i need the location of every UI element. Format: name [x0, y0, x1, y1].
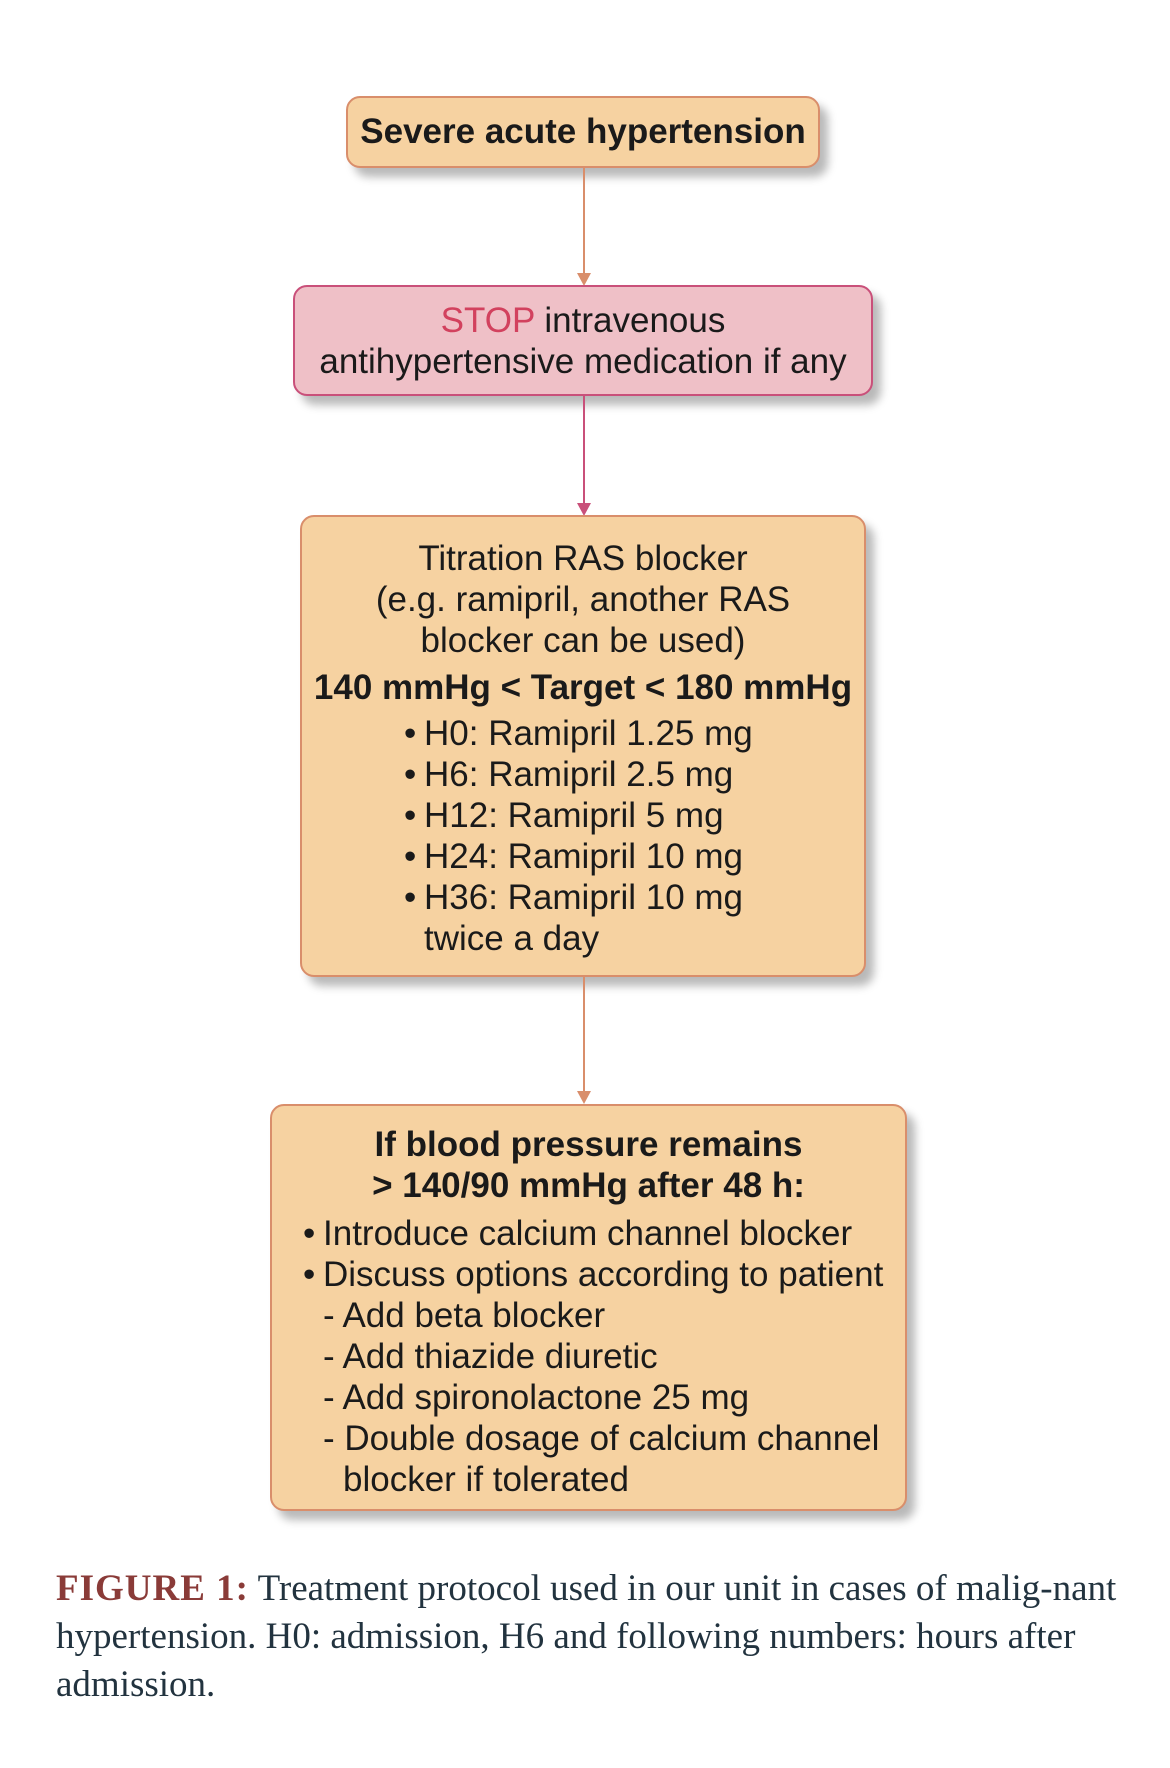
titration-target: 140 mmHg < Target < 180 mmHg: [313, 668, 853, 707]
arrow-titration-to-escalation: [583, 977, 585, 1094]
titration-line-2: (e.g. ramipril, another RAS: [375, 580, 791, 619]
titration-step: H0: Ramipril 1.25 mg: [404, 713, 864, 754]
escalation-bullet: Discuss options according to patient: [303, 1254, 905, 1295]
escalation-node: If blood pressure remains > 140/90 mmHg …: [270, 1104, 907, 1511]
stop-line1-rest: intravenous: [534, 301, 726, 340]
titration-step: H6: Ramipril 2.5 mg: [404, 754, 864, 795]
escalation-option-tail: blocker if tolerated: [343, 1460, 629, 1499]
escalation-options: Introduce calcium channel blocker Discus…: [303, 1213, 905, 1500]
escalation-option: - Add thiazide diuretic: [323, 1337, 658, 1376]
titration-step: H36: Ramipril 10 mg: [404, 877, 864, 918]
titration-steps: H0: Ramipril 1.25 mg H6: Ramipril 2.5 mg…: [404, 713, 864, 918]
stop-node-line2: antihypertensive medication if any: [319, 342, 847, 381]
start-node: Severe acute hypertension: [346, 96, 820, 168]
stop-node-line1: STOP intravenous: [295, 300, 871, 341]
figure-caption: FIGURE 1: Treatment protocol used in our…: [56, 1565, 1136, 1709]
escalation-bullet: Introduce calcium channel blocker: [303, 1213, 905, 1254]
figure-caption-text: Treatment protocol used in our unit in c…: [56, 1568, 1117, 1705]
stop-node: STOP intravenous antihypertensive medica…: [293, 285, 873, 396]
arrow-titration-to-escalation-head: [577, 1091, 591, 1104]
titration-line-3: blocker can be used): [420, 621, 746, 660]
arrow-start-to-stop-head: [577, 273, 591, 286]
arrow-stop-to-titration-head: [577, 503, 591, 516]
escalation-option: - Add spironolactone 25 mg: [323, 1378, 750, 1417]
titration-step: H12: Ramipril 5 mg: [404, 795, 864, 836]
escalation-condition-line1: If blood pressure remains: [374, 1125, 803, 1164]
titration-node: Titration RAS blocker (e.g. ramipril, an…: [300, 515, 866, 977]
figure-caption-label: FIGURE 1:: [56, 1568, 249, 1609]
arrow-start-to-stop: [583, 168, 585, 275]
escalation-condition-line2: > 140/90 mmHg after 48 h:: [372, 1166, 805, 1205]
titration-step: H24: Ramipril 10 mg: [404, 836, 864, 877]
arrow-stop-to-titration: [583, 396, 585, 505]
escalation-option: - Double dosage of calcium channel: [323, 1419, 880, 1458]
titration-line-1: Titration RAS blocker: [418, 539, 748, 578]
titration-steps-tail: twice a day: [424, 919, 600, 958]
escalation-option: - Add beta blocker: [323, 1296, 606, 1335]
start-node-label: Severe acute hypertension: [360, 112, 806, 151]
stop-emphasis: STOP: [440, 301, 535, 340]
